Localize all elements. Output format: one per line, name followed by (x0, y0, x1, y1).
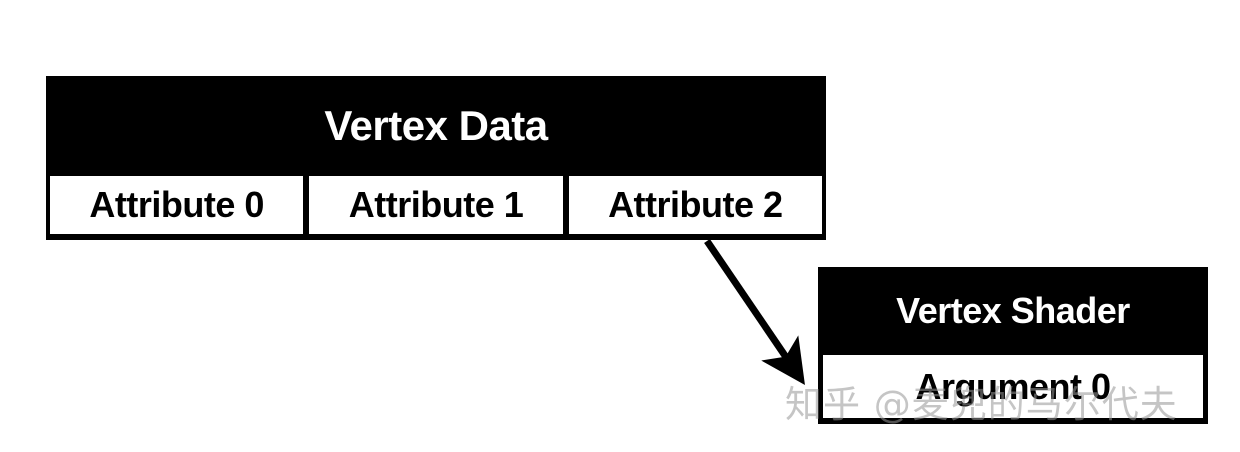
attribute-cell-1: Attribute 1 (309, 176, 563, 234)
attribute-cell-0: Attribute 0 (50, 176, 304, 234)
argument-cell-0: Argument 0 (915, 365, 1111, 407)
vertex-shader-title: Vertex Shader (896, 290, 1130, 331)
argument-row: Argument 0 (823, 355, 1203, 418)
attribute-cell-2: Attribute 2 (568, 176, 822, 234)
vertex-shader-block: Vertex Shader Argument 0 (818, 267, 1208, 424)
attribute-row: Attribute 0 Attribute 1 Attribute 2 (50, 176, 822, 234)
vertex-data-block: Vertex Data Attribute 0 Attribute 1 Attr… (46, 76, 826, 240)
vertex-data-title: Vertex Data (324, 102, 548, 149)
